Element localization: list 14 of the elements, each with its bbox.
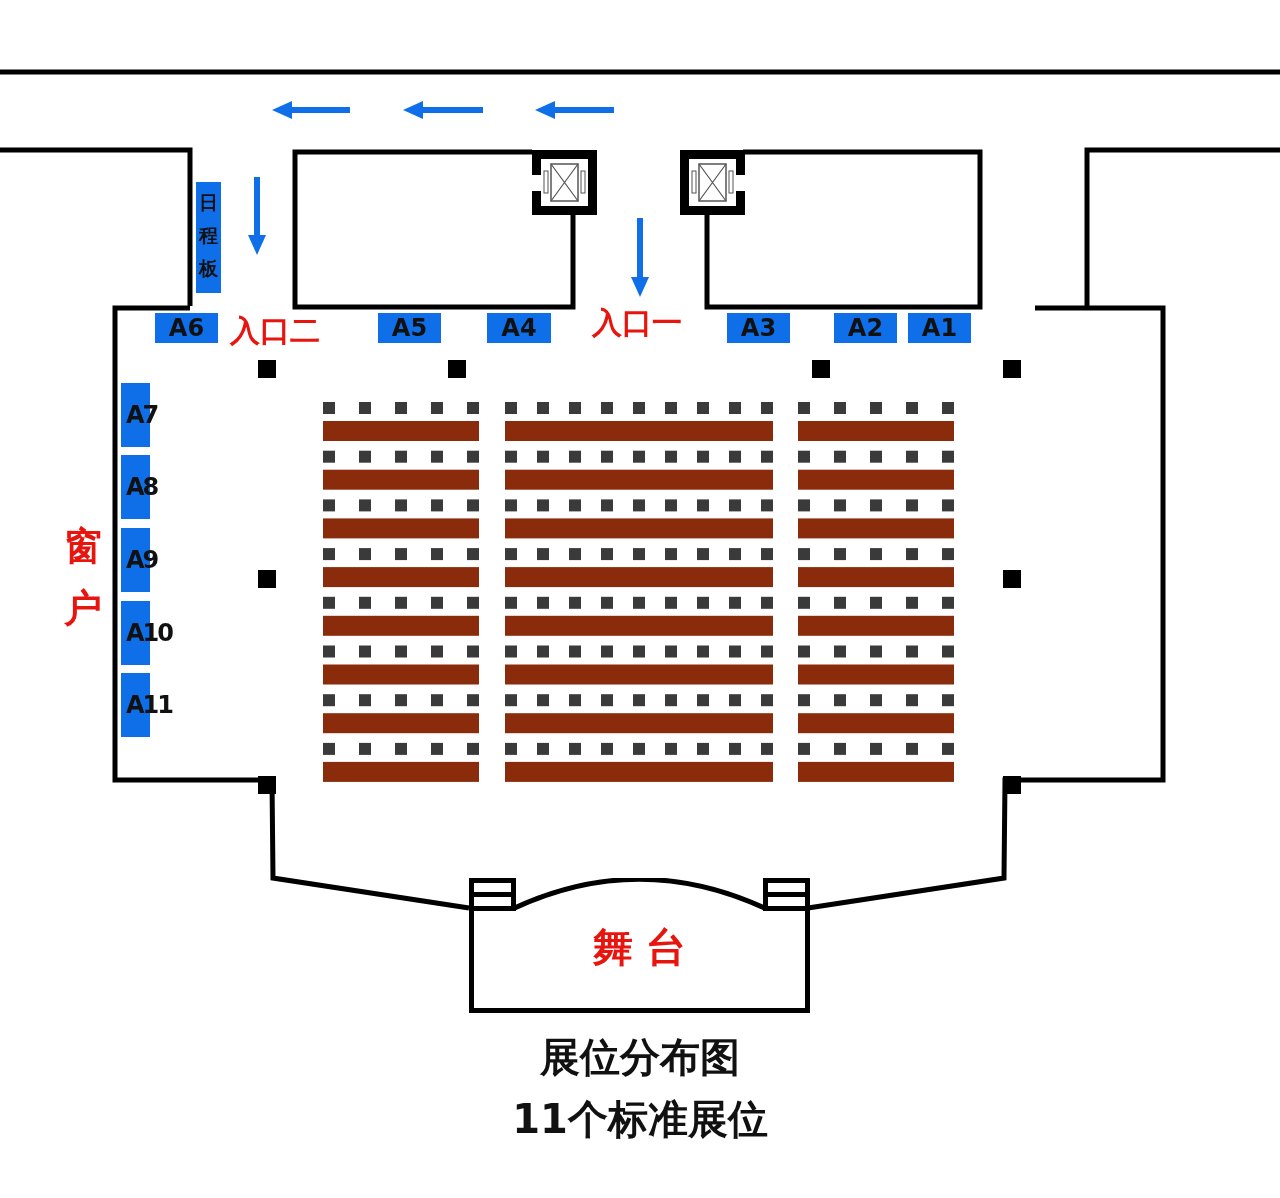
entrance-label: 入口二 — [230, 312, 320, 350]
booth: A3 — [727, 313, 790, 343]
booth: A5 — [378, 313, 441, 343]
booth: A1 — [908, 313, 971, 343]
stage — [469, 878, 810, 1014]
booth: A6 — [155, 313, 218, 343]
booth: A4 — [487, 313, 551, 343]
window-label: 窗户 — [64, 523, 103, 632]
schedule-board: 日程板 — [196, 182, 221, 293]
entrance-label: 入口一 — [592, 304, 682, 342]
booth: A2 — [834, 313, 897, 343]
title: 展位分布图 — [539, 1033, 741, 1082]
caption: 11个标准展位 — [511, 1095, 769, 1144]
stage-label: 舞 台 — [591, 923, 688, 972]
